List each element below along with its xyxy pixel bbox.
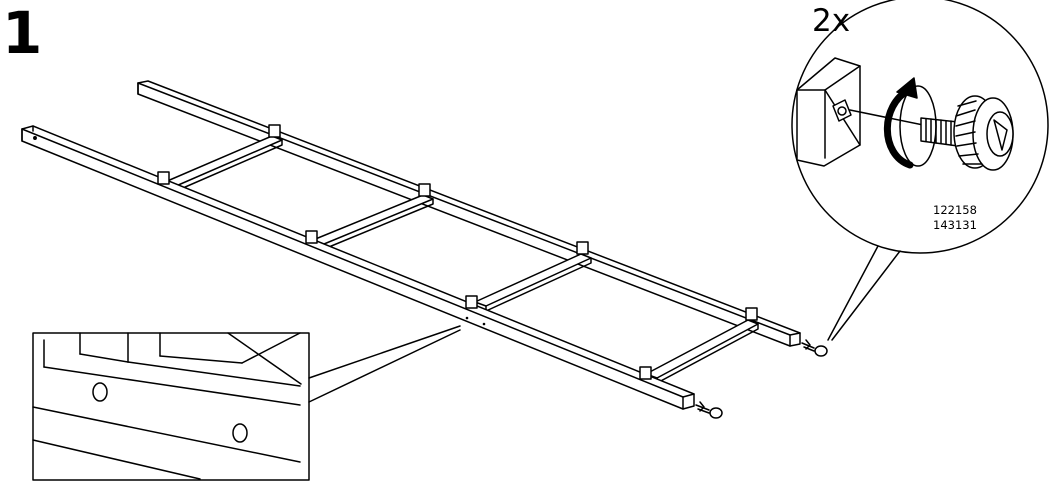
- cross-bars: [164, 135, 759, 384]
- inset-frame: [32, 332, 310, 481]
- rail-end-detail: [796, 57, 861, 167]
- rotation-arrow-icon: [884, 77, 937, 169]
- part-number: 122158: [933, 203, 977, 217]
- rail-holes: [465, 316, 486, 326]
- back-rail: [137, 80, 801, 347]
- callout-circle: [791, 0, 1049, 254]
- front-rail: [21, 125, 695, 410]
- step-number: 1: [2, 0, 43, 67]
- inset-rail-detail: [32, 332, 302, 480]
- rail-end-feet: [695, 339, 828, 419]
- ladder-frame: [21, 80, 828, 419]
- zoom-inset: [32, 325, 461, 481]
- detail-callout: [791, 0, 1049, 341]
- corner-connectors: [157, 124, 758, 380]
- leveling-foot-icon: [953, 95, 1014, 171]
- part-number: 143131: [933, 218, 977, 232]
- quantity-label: 2x: [812, 3, 851, 39]
